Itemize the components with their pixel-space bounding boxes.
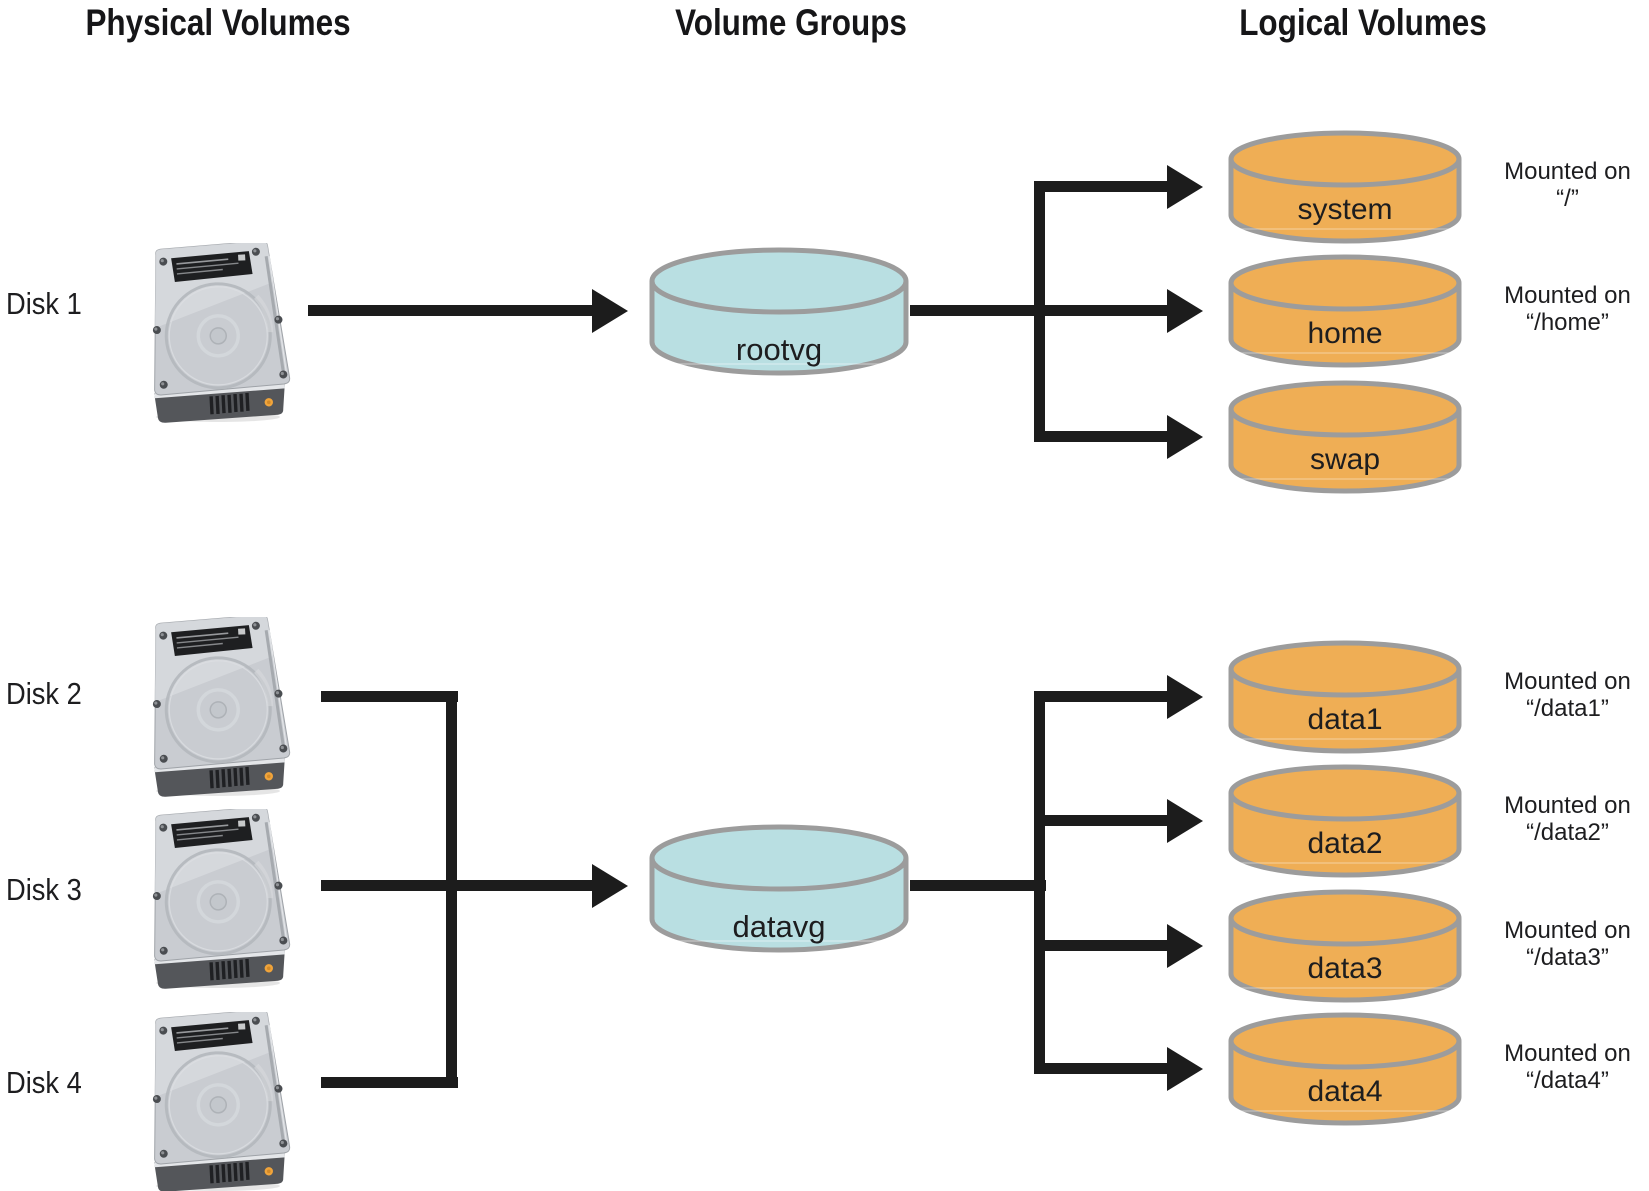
home-label: home bbox=[1307, 317, 1383, 350]
disk-2-label: Disk 2 bbox=[6, 676, 82, 711]
hard-drive-icon-disk2 bbox=[130, 614, 300, 797]
hard-drive-icon-disk3 bbox=[130, 806, 300, 989]
hard-drive-icon-disk4 bbox=[130, 1009, 300, 1191]
cylinder-icon-data3 bbox=[1228, 889, 1462, 1003]
connector-left-bus bbox=[446, 691, 457, 1088]
arrowhead-data3 bbox=[1167, 924, 1203, 968]
disk-3-label: Disk 3 bbox=[6, 872, 82, 907]
volume-group-rootvg: rootvg bbox=[648, 246, 910, 378]
arrowhead-data2 bbox=[1167, 799, 1203, 843]
mount-label-data1-line2: “/data1” bbox=[1526, 695, 1609, 722]
connector-disk2-line bbox=[321, 691, 458, 702]
connector-branch-data4 bbox=[1040, 1063, 1172, 1074]
mount-label-system: Mounted on “/” bbox=[1470, 158, 1649, 212]
mount-label-data3-line1: Mounted on bbox=[1504, 917, 1631, 944]
mount-label-data4-line2: “/data4” bbox=[1526, 1067, 1609, 1094]
rootvg-label: rootvg bbox=[735, 332, 823, 367]
mount-label-system-line1: Mounted on bbox=[1504, 158, 1631, 185]
cylinder-icon-swap bbox=[1228, 380, 1462, 494]
connector-disk4-line bbox=[321, 1077, 458, 1088]
mount-label-data4: Mounted on “/data4” bbox=[1470, 1040, 1649, 1094]
mount-label-data1-line1: Mounted on bbox=[1504, 668, 1631, 695]
arrowhead-rootvg bbox=[592, 289, 628, 333]
mount-label-data2-line1: Mounted on bbox=[1504, 792, 1631, 819]
volume-group-datavg: datavg bbox=[648, 823, 910, 955]
arrowhead-system bbox=[1167, 165, 1203, 209]
logical-volume-data4: data4 bbox=[1228, 1011, 1462, 1127]
disk-1-label: Disk 1 bbox=[6, 286, 82, 321]
disk-4-label: Disk 4 bbox=[6, 1065, 82, 1100]
mount-label-data3-line2: “/data3” bbox=[1526, 944, 1609, 971]
arrowhead-swap bbox=[1167, 415, 1203, 459]
system-label: system bbox=[1297, 193, 1393, 226]
connector-branch-data2 bbox=[1040, 815, 1172, 826]
connector-branch-swap bbox=[1040, 431, 1172, 442]
cylinder-icon-data4 bbox=[1228, 1012, 1462, 1126]
logical-volume-data3: data3 bbox=[1228, 888, 1462, 1004]
logical-volume-home: home bbox=[1228, 253, 1462, 369]
mount-label-home-line1: Mounted on bbox=[1504, 282, 1631, 309]
mount-label-data3: Mounted on “/data3” bbox=[1470, 917, 1649, 971]
mount-label-system-line2: “/” bbox=[1556, 185, 1579, 212]
mount-label-data1: Mounted on “/data1” bbox=[1470, 668, 1649, 722]
data4-label: data4 bbox=[1307, 1075, 1383, 1108]
connector-branch-system bbox=[1040, 181, 1172, 192]
logical-volume-swap: swap bbox=[1228, 379, 1462, 495]
logical-volume-data2: data2 bbox=[1228, 763, 1462, 879]
mount-label-data4-line1: Mounted on bbox=[1504, 1040, 1631, 1067]
arrowhead-data4 bbox=[1167, 1047, 1203, 1091]
connector-rootvg-stub bbox=[910, 305, 1046, 316]
connector-branch-home bbox=[1040, 305, 1172, 316]
connector-datavg-stub bbox=[910, 880, 1046, 891]
arrowhead-data1 bbox=[1167, 675, 1203, 719]
connector-top-bus bbox=[1034, 181, 1045, 442]
data1-label: data1 bbox=[1307, 703, 1383, 736]
logical-volume-system: system bbox=[1228, 129, 1462, 245]
column-header-physical-volumes: Physical Volumes bbox=[85, 2, 351, 43]
cylinder-icon-data2 bbox=[1228, 764, 1462, 878]
logical-volume-data1: data1 bbox=[1228, 639, 1462, 755]
connector-branch-data3 bbox=[1040, 940, 1172, 951]
connector-disk1-to-rootvg bbox=[308, 305, 598, 316]
cylinder-icon-data1 bbox=[1228, 640, 1462, 754]
connector-bottom-bus bbox=[1034, 691, 1045, 1074]
data2-label: data2 bbox=[1307, 827, 1383, 860]
mount-label-home-line2: “/home” bbox=[1526, 309, 1609, 336]
data3-label: data3 bbox=[1307, 952, 1383, 985]
connector-branch-data1 bbox=[1040, 691, 1172, 702]
column-header-logical-volumes: Logical Volumes bbox=[1239, 2, 1487, 43]
cylinder-icon-home bbox=[1228, 254, 1462, 368]
mount-label-data2: Mounted on “/data2” bbox=[1470, 792, 1649, 846]
cylinder-icon-rootvg bbox=[649, 247, 909, 376]
datavg-label: datavg bbox=[732, 909, 826, 944]
mount-label-data2-line2: “/data2” bbox=[1526, 819, 1609, 846]
hard-drive-icon-disk1 bbox=[130, 240, 300, 423]
cylinder-icon-datavg bbox=[649, 824, 909, 953]
column-header-volume-groups: Volume Groups bbox=[675, 2, 907, 43]
mount-label-home: Mounted on “/home” bbox=[1470, 282, 1649, 336]
arrowhead-datavg bbox=[592, 864, 628, 908]
connector-disk3-to-datavg bbox=[321, 880, 598, 891]
swap-label: swap bbox=[1309, 443, 1381, 476]
arrowhead-home bbox=[1167, 289, 1203, 333]
cylinder-icon-system bbox=[1228, 130, 1462, 244]
